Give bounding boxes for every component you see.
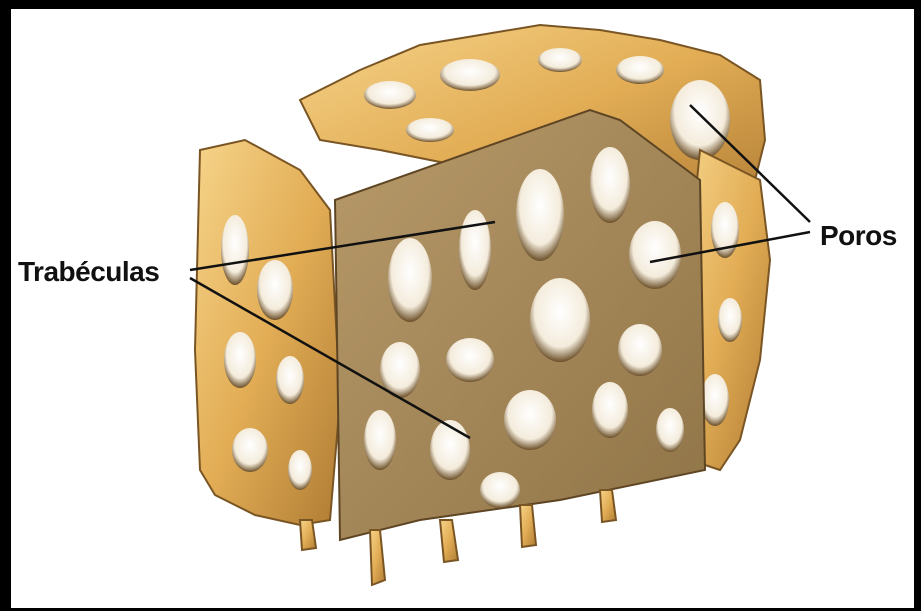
cut-face xyxy=(335,110,705,540)
label-trabeculas: Trabéculas xyxy=(18,258,159,286)
left-lattice xyxy=(195,140,340,525)
label-poros: Poros xyxy=(820,222,897,250)
